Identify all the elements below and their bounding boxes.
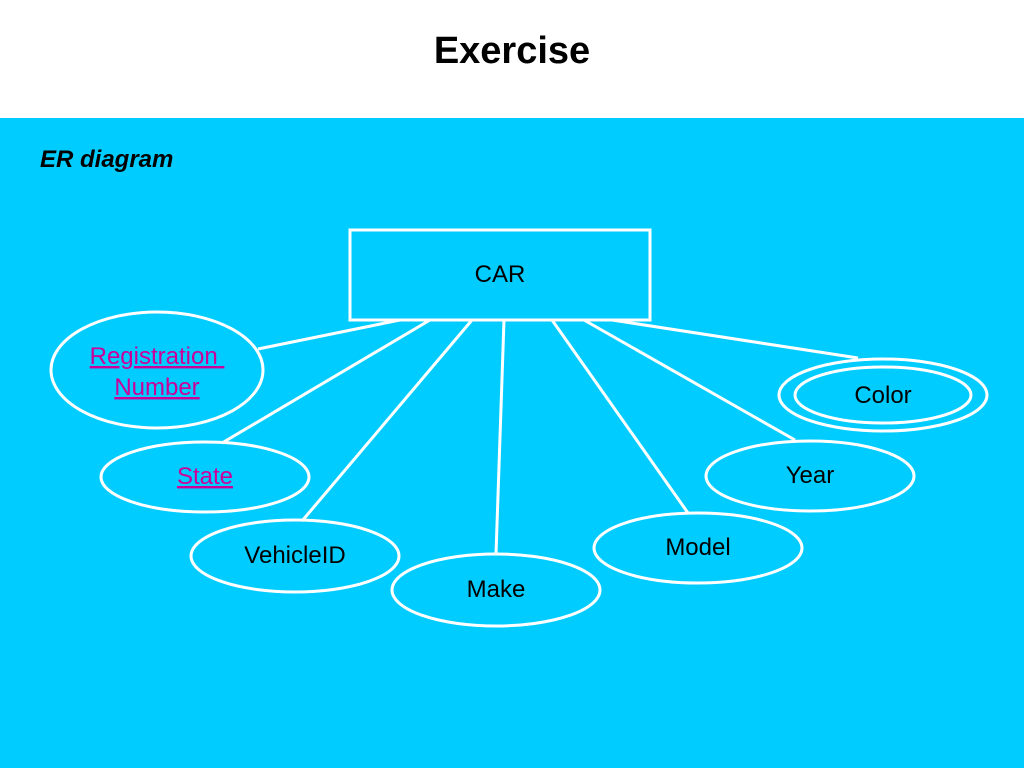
attribute-label-line: Number: [114, 374, 199, 401]
attribute-ellipse: [49, 310, 265, 430]
attribute-ellipse-outer: [777, 357, 989, 433]
attribute-ellipse: [189, 518, 401, 594]
link-color: [611, 318, 859, 360]
attribute-ellipse: [592, 511, 804, 585]
link-make: [494, 319, 506, 555]
attribute-model: Model: [592, 511, 804, 585]
attribute-ellipse: [704, 439, 916, 513]
attribute-label: Make: [467, 576, 526, 603]
attribute-ellipse: [99, 440, 311, 514]
link-registration-number: [257, 318, 401, 351]
entity-car: CAR: [348, 228, 652, 322]
link-state: [221, 318, 431, 445]
attribute-state: State: [99, 440, 311, 514]
attribute-label: Model: [665, 534, 730, 561]
slide-title: Exercise: [433, 30, 591, 72]
link-vehicleid: [300, 319, 474, 522]
attribute-color: Color: [777, 357, 989, 433]
attribute-year: Year: [704, 439, 916, 513]
attribute-label: Registration Number: [90, 343, 225, 401]
attribute-label: Year: [786, 462, 835, 489]
attribute-label: VehicleID: [244, 542, 345, 569]
attribute-label-line: Registration: [90, 343, 218, 370]
attribute-label: State: [177, 463, 233, 490]
entity-box: [348, 228, 652, 322]
attribute-ellipse-inner: [793, 365, 973, 425]
attribute-make: Make: [390, 552, 602, 628]
section-subtitle: ER diagram: [40, 146, 174, 173]
attribute-vehicleid: VehicleID: [189, 518, 401, 594]
attribute-ellipse: [390, 552, 602, 628]
attribute-registration-number: Registration Number: [49, 310, 265, 430]
relationship-lines: [221, 318, 859, 555]
entity-label: CAR: [475, 261, 526, 288]
attribute-label: Color: [854, 382, 911, 409]
link-year: [583, 318, 796, 442]
link-model: [550, 319, 690, 514]
